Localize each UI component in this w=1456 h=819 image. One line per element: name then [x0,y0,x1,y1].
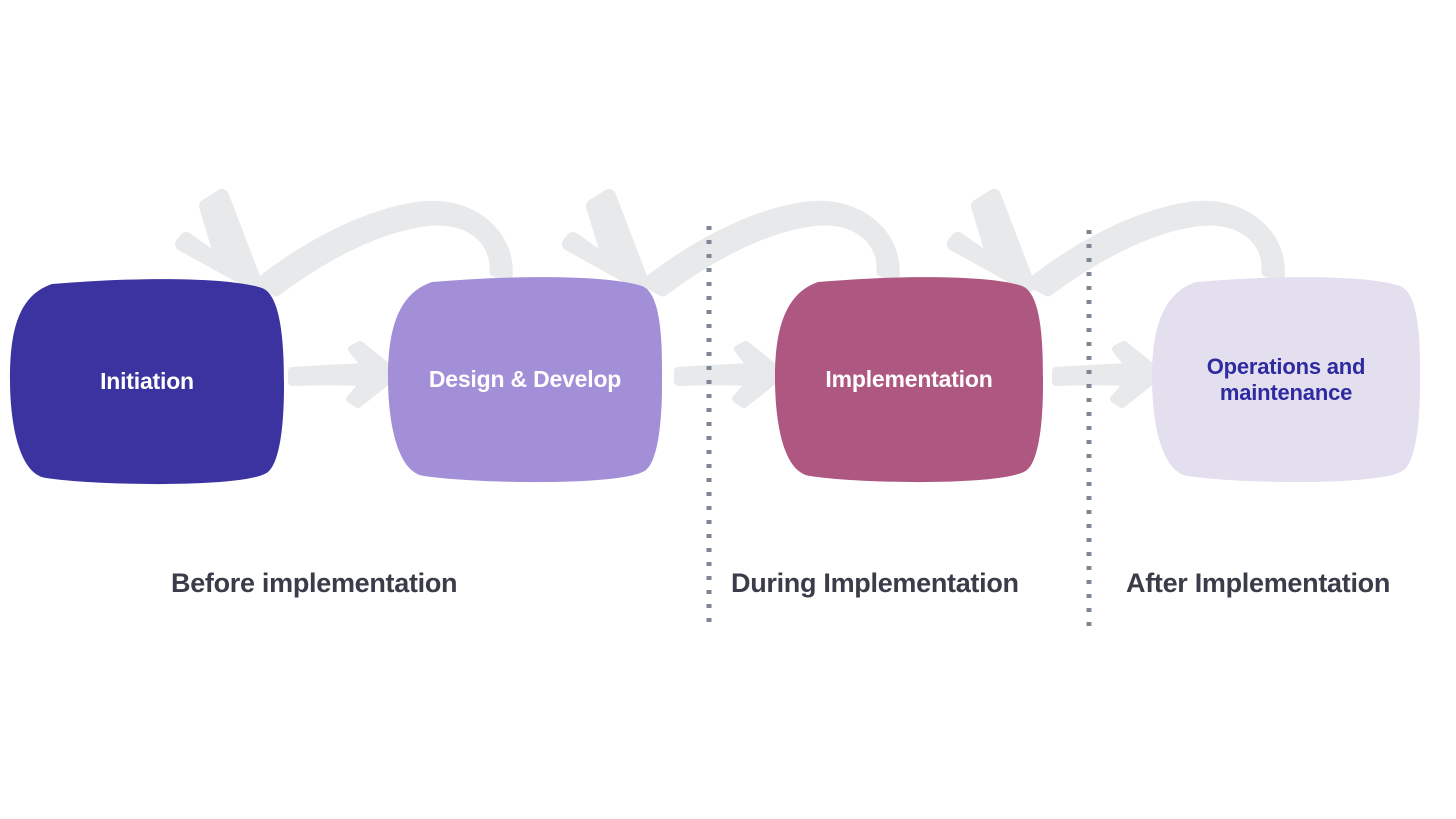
arrow-right-icon [288,341,400,408]
stage-shape-initiation[interactable] [10,279,284,485]
arrow-right-icon [1052,341,1164,408]
stage-label-initiation: Initiation [100,368,194,395]
stage-label-operations-maintenance: Operations and maintenance [1206,354,1366,405]
phase-label-before: Before implementation [171,568,458,598]
phase-label-after: After Implementation [1126,568,1391,598]
curved-arrow-left-icon [562,189,900,297]
phase-label-during: During Implementation [731,568,1019,598]
stage-label-design-develop: Design & Develop [428,366,622,393]
curved-arrow-left-icon [947,189,1285,297]
stage-shape-implementation[interactable] [775,277,1044,483]
stage-shape-design-develop[interactable] [388,277,663,483]
stage-shape-operations-maintenance[interactable] [1152,277,1421,483]
curved-arrow-left-icon [175,189,513,297]
arrow-right-icon [674,341,786,408]
stage-label-implementation: Implementation [825,366,993,393]
